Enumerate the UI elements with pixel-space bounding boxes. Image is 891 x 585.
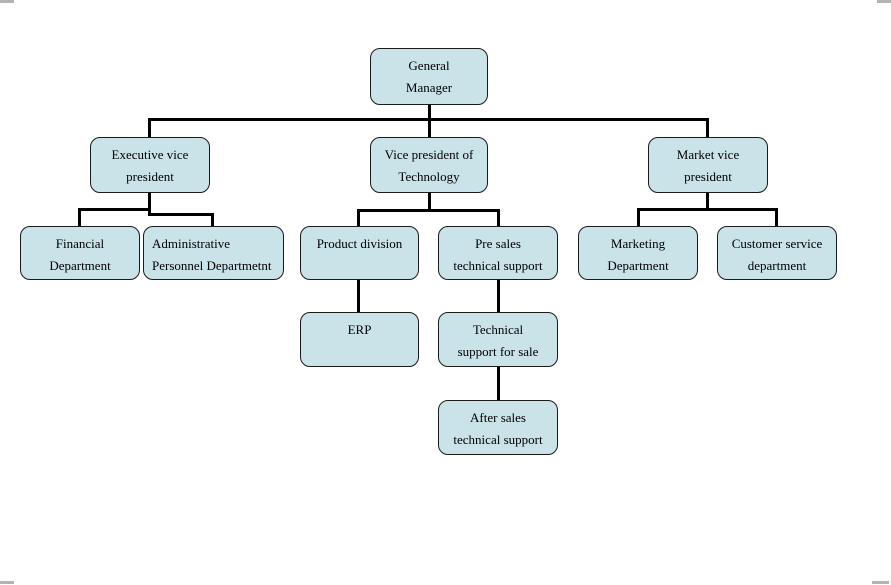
node-vp-technology-label-1: Vice president of bbox=[384, 147, 474, 162]
node-financial-department[interactable]: Financial Department bbox=[20, 226, 140, 280]
node-after-sales-technical-support[interactable]: After sales technical support bbox=[438, 400, 558, 455]
connector-presales-to-techsupport bbox=[497, 280, 500, 312]
node-customer-service-department[interactable]: Customer service department bbox=[717, 226, 837, 280]
node-technical-support-for-sale[interactable]: Technical support for sale bbox=[438, 312, 558, 367]
node-general-manager-label-2: Manager bbox=[405, 80, 453, 95]
node-pre-sales-label-2: technical support bbox=[453, 258, 543, 273]
node-product-division[interactable]: Product division bbox=[300, 226, 419, 280]
connector-executive-vp-stem bbox=[148, 193, 151, 216]
connector-drop-market-vp bbox=[706, 118, 709, 137]
connector-drop-marketing bbox=[637, 208, 640, 226]
node-financial-label-1: Financial bbox=[55, 236, 105, 251]
node-financial-label-2: Department bbox=[49, 258, 111, 273]
node-administrative-personnel-department[interactable]: Administrative Personnel Departmetnt bbox=[143, 226, 284, 280]
node-product-division-label-1: Product division bbox=[316, 236, 403, 251]
node-admin-personnel-label-1: Administrative bbox=[152, 236, 230, 251]
connector-drop-financial bbox=[78, 208, 81, 226]
node-general-manager-label-1: General bbox=[408, 58, 450, 73]
page-corner-mark-bottom-right bbox=[872, 581, 889, 584]
node-admin-personnel-label-2: Personnel Departmetnt bbox=[152, 258, 272, 273]
node-vice-president-of-technology[interactable]: Vice president of Technology bbox=[370, 137, 488, 193]
connector-vp-technology-stem bbox=[428, 193, 431, 212]
connector-drop-admin-personnel bbox=[211, 213, 214, 226]
node-marketing-label-1: Marketing bbox=[610, 236, 666, 251]
node-tech-support-sale-label-2: support for sale bbox=[457, 344, 539, 359]
node-executive-vp-label-2: president bbox=[126, 169, 174, 184]
page-corner-mark-top-left bbox=[0, 0, 14, 3]
node-customer-service-label-2: department bbox=[747, 258, 807, 273]
connector-market-vp-crossbar bbox=[637, 208, 778, 211]
node-customer-service-label-1: Customer service bbox=[731, 236, 823, 251]
node-erp-label-1: ERP bbox=[347, 322, 372, 337]
connector-drop-customer-service bbox=[775, 208, 778, 226]
connector-executive-right-bar bbox=[148, 213, 214, 216]
connector-product-to-erp bbox=[357, 280, 360, 312]
connector-vp-technology-crossbar bbox=[357, 209, 500, 212]
node-marketing-label-2: Department bbox=[607, 258, 669, 273]
node-after-sales-label-2: technical support bbox=[453, 432, 543, 447]
connector-drop-vp-technology bbox=[428, 118, 431, 137]
connector-market-vp-stem bbox=[706, 193, 709, 211]
node-general-manager[interactable]: General Manager bbox=[370, 48, 488, 105]
node-pre-sales-label-1: Pre sales bbox=[475, 236, 521, 251]
node-vp-technology-label-2: Technology bbox=[398, 169, 460, 184]
page-corner-mark-bottom-left bbox=[0, 581, 14, 584]
node-pre-sales-technical-support[interactable]: Pre sales technical support bbox=[438, 226, 558, 280]
node-market-vice-president[interactable]: Market vice president bbox=[648, 137, 768, 193]
connector-gm-stem bbox=[428, 105, 431, 121]
connector-drop-executive-vp bbox=[148, 118, 151, 137]
node-market-vp-label-2: president bbox=[684, 169, 732, 184]
node-tech-support-sale-label-1: Technical bbox=[472, 322, 524, 337]
page-corner-mark-top-right bbox=[877, 0, 891, 3]
node-marketing-department[interactable]: Marketing Department bbox=[578, 226, 698, 280]
connector-drop-pre-sales bbox=[497, 209, 500, 226]
connector-techsupport-to-aftersales bbox=[497, 367, 500, 400]
node-erp[interactable]: ERP bbox=[300, 312, 419, 367]
connector-drop-product-division bbox=[357, 209, 360, 226]
node-executive-vice-president[interactable]: Executive vice president bbox=[90, 137, 210, 193]
node-executive-vp-label-1: Executive vice bbox=[111, 147, 189, 162]
node-market-vp-label-1: Market vice bbox=[676, 147, 740, 162]
node-after-sales-label-1: After sales bbox=[470, 410, 526, 425]
connector-executive-left-bar bbox=[78, 208, 151, 211]
